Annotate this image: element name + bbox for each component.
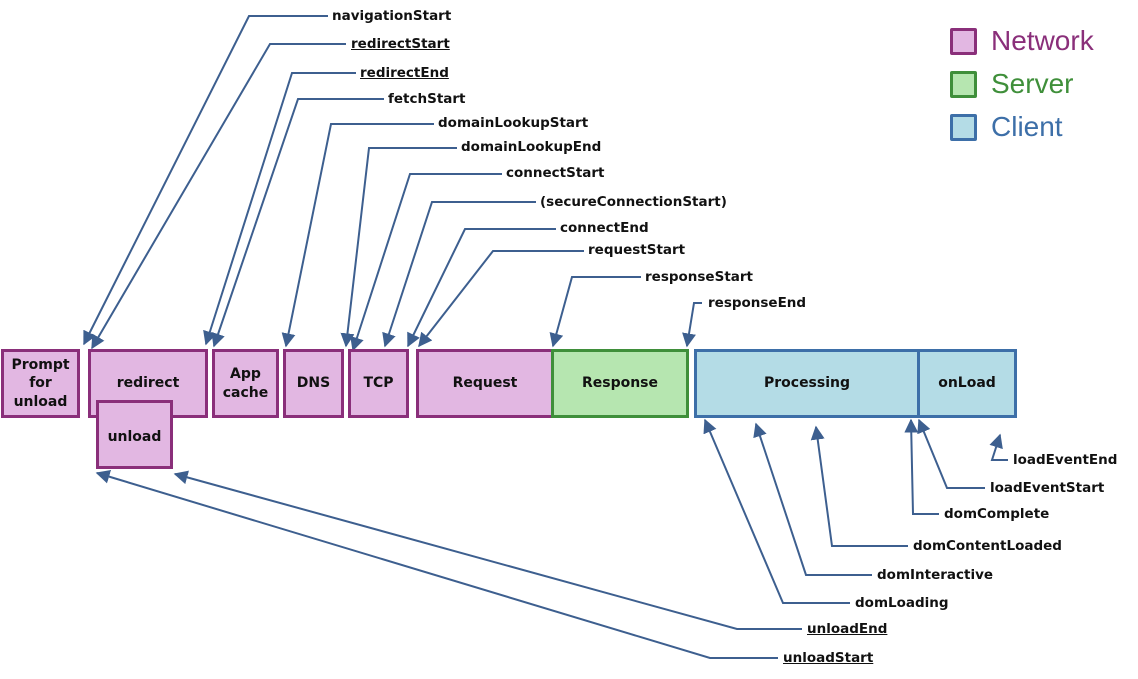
app-cache-label: App cache — [222, 366, 269, 401]
legend-server: Server — [950, 69, 1073, 99]
load-event-end-arrow — [989, 433, 1008, 461]
connect-end-label: connectEnd — [560, 220, 649, 236]
tcp-label: TCP — [363, 375, 394, 392]
onload-label: onLoad — [938, 375, 996, 392]
response-start-label: responseStart — [645, 269, 753, 285]
fetch-start-arrow — [211, 98, 384, 348]
secure-connection-start-label: (secureConnectionStart) — [540, 194, 727, 210]
fetch-start-label: fetchStart — [388, 91, 466, 107]
request-label: Request — [452, 375, 518, 392]
unload-box: unload — [96, 400, 173, 469]
processing-box: Processing — [694, 349, 920, 418]
redirect-end-arrow — [203, 72, 356, 346]
connect-start-arrow — [350, 173, 502, 352]
legend-server-label: Server — [991, 68, 1074, 99]
dom-content-loaded-label: domContentLoaded — [913, 538, 1062, 554]
request-box: Request — [416, 349, 554, 418]
load-event-start-label: loadEventStart — [990, 480, 1105, 496]
legend-network-swatch — [950, 27, 977, 55]
response-start-arrow — [549, 276, 641, 348]
dom-complete-label: domComplete — [944, 506, 1050, 522]
dom-complete-arrow — [904, 418, 939, 515]
dom-interactive-label: domInteractive — [877, 567, 994, 583]
prompt-for-unload-label: Prompt for unload — [11, 357, 70, 410]
load-event-end-label: loadEventEnd — [1013, 452, 1118, 468]
response-end-label: responseEnd — [708, 295, 807, 311]
prompt-for-unload-box: Prompt for unload — [1, 349, 80, 418]
redirect-end-label: redirectEnd — [360, 65, 449, 81]
onload-box: onLoad — [917, 349, 1017, 418]
domain-lookup-end-label: domainLookupEnd — [461, 139, 602, 155]
request-start-arrow — [418, 250, 584, 348]
load-event-start-arrow — [917, 418, 985, 489]
app-cache-box: App cache — [212, 349, 279, 418]
legend-network-label: Network — [991, 25, 1094, 56]
dom-interactive-arrow — [753, 422, 872, 576]
dom-loading-arrow — [703, 418, 850, 604]
dom-content-loaded-arrow — [810, 425, 908, 547]
response-box: Response — [551, 349, 689, 418]
response-end-arrow — [682, 302, 702, 348]
legend-network: Network — [950, 26, 1094, 56]
unload-label: unload — [107, 429, 162, 445]
request-start-label: requestStart — [588, 242, 686, 258]
response-label: Response — [581, 375, 659, 392]
domain-lookup-start-arrow — [281, 123, 434, 348]
unload-end-arrow — [173, 470, 802, 630]
tcp-box: TCP — [348, 349, 409, 418]
redirect-start-arrow — [91, 43, 346, 350]
connect-start-label: connectStart — [506, 165, 605, 181]
legend-client-swatch — [950, 113, 977, 141]
connect-end-arrow — [407, 228, 556, 348]
domain-lookup-end-arrow — [340, 147, 457, 348]
dns-label: DNS — [296, 375, 331, 392]
legend-client: Client — [950, 112, 1063, 142]
dns-box: DNS — [283, 349, 344, 418]
secure-connection-start-arrow — [382, 201, 536, 348]
legend-client-label: Client — [991, 111, 1063, 142]
unload-start-label: unloadStart — [783, 650, 874, 666]
redirect-label: redirect — [116, 375, 180, 392]
legend-server-swatch — [950, 70, 977, 98]
unload-end-label: unloadEnd — [807, 621, 888, 637]
processing-label: Processing — [763, 375, 851, 392]
unload-start-arrow — [95, 469, 778, 659]
dom-loading-label: domLoading — [855, 595, 949, 611]
domain-lookup-start-label: domainLookupStart — [438, 115, 589, 131]
navigation-start-label: navigationStart — [332, 8, 452, 24]
navigation-start-arrow — [83, 15, 328, 346]
redirect-start-label: redirectStart — [351, 36, 450, 52]
